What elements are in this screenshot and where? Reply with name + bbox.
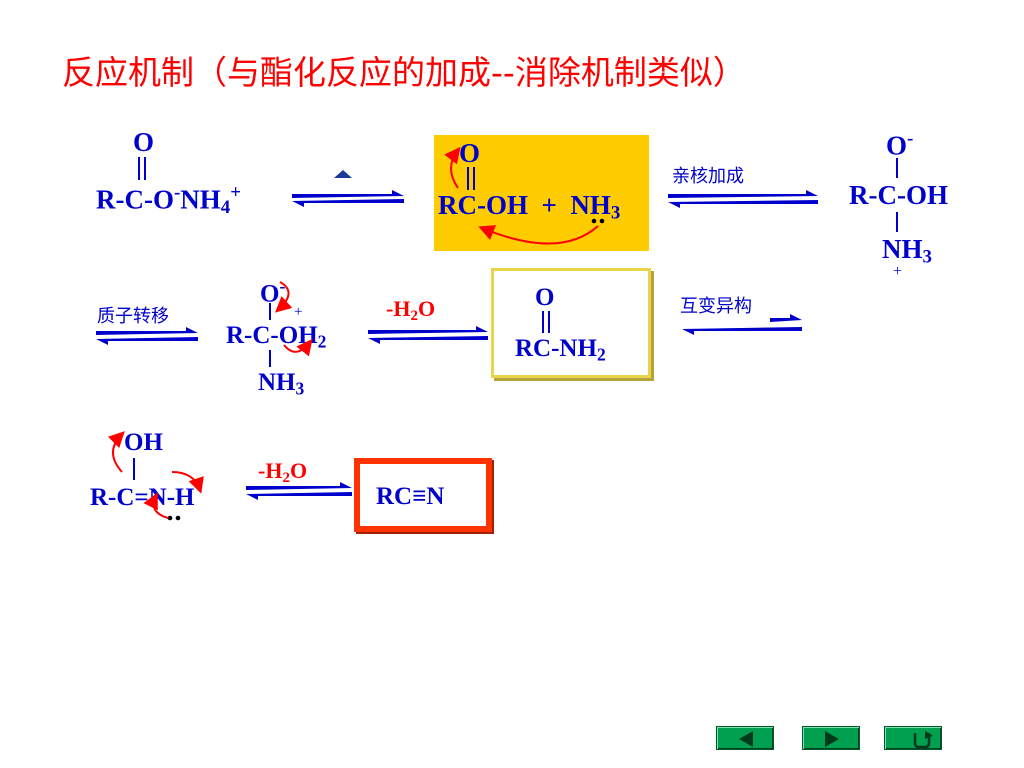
return-icon [913,731,933,749]
carbonyl-oxygen: O [133,127,155,157]
electron-push-arrows [107,146,599,519]
amide-formula: RC-NH2 [515,335,606,365]
plus-charge: + [893,263,903,280]
label-minus-water-1: -H2O [386,296,436,324]
label-proton-transfer: 质子转移 [97,306,169,327]
ammonium-salt-formula: R-C-O-NH4+ [96,182,241,219]
intermediate2-oxygen: O- [260,276,286,308]
bonds [133,157,898,480]
label-nucleophilic-addition: 亲核加成 [672,166,744,187]
acid-carbonyl-oxygen: O [459,138,481,168]
return-button[interactable] [884,726,942,750]
lone-pair-dots [167,218,605,521]
imidic-acid-formula: R-C=N-H [90,484,195,511]
nitrile-formula: RC≡N [376,483,445,510]
tetrahedral-formula: R-C-OH [849,180,948,210]
triangle-right-icon [825,731,839,747]
oxonium-plus: + [294,304,303,320]
label-minus-water-2: -H2O [258,458,308,486]
equilibrium-arrows [96,170,818,500]
imidic-hydroxyl: OH [124,429,163,456]
nitrile-box [354,458,492,532]
reactants-highlight [434,135,649,251]
acid-ammonia-formula: RC-OH + NH3 [438,190,621,224]
amide-oxygen: O [535,284,555,311]
ammonium-nitrogen: NH3 [882,234,932,268]
prev-slide-button[interactable] [716,726,774,750]
alkoxide-oxygen: O- [886,128,914,161]
amide-box [491,268,651,378]
slide-title: 反应机制（与酯化反应的加成--消除机制类似） [62,53,746,92]
next-slide-button[interactable] [802,726,860,750]
intermediate2-nitrogen: NH3 [258,369,305,399]
label-tautomerism: 互变异构 [680,296,752,317]
triangle-left-icon [739,731,753,747]
